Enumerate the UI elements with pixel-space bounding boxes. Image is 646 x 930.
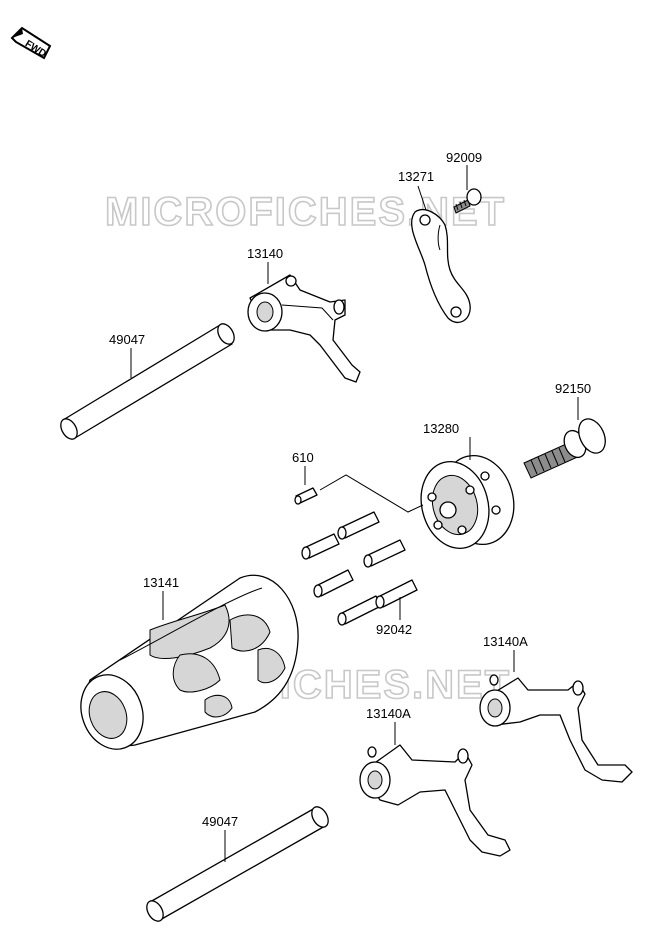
part-13141-drum[interactable] xyxy=(71,574,299,758)
label-13140A-left: 13140A xyxy=(366,706,411,721)
part-13140-fork[interactable] xyxy=(247,274,361,383)
part-13271-plate[interactable] xyxy=(410,209,471,323)
fwd-arrow-icon: FWD xyxy=(10,26,52,60)
label-610: 610 xyxy=(292,450,314,465)
part-610-pin[interactable] xyxy=(294,487,318,505)
label-13141: 13141 xyxy=(143,575,179,590)
label-92009: 92009 xyxy=(446,150,482,165)
part-92009-screw[interactable] xyxy=(453,188,482,214)
label-13140A-right: 13140A xyxy=(483,634,528,649)
part-13280-cam[interactable] xyxy=(412,447,524,556)
label-13140: 13140 xyxy=(247,246,283,261)
label-92150: 92150 xyxy=(555,381,591,396)
part-92150-bolt[interactable] xyxy=(523,415,610,479)
part-49047-shaft-bottom[interactable] xyxy=(143,804,331,924)
label-49047-bottom: 49047 xyxy=(202,814,238,829)
part-49047-shaft-top[interactable] xyxy=(57,321,237,442)
label-13271: 13271 xyxy=(398,169,434,184)
part-13140A-fork-left[interactable] xyxy=(359,744,511,857)
label-13280: 13280 xyxy=(423,421,459,436)
label-92042: 92042 xyxy=(376,622,412,637)
part-13140A-fork-right[interactable] xyxy=(479,674,633,783)
label-49047-top: 49047 xyxy=(109,332,145,347)
part-92042-pins[interactable] xyxy=(301,511,418,626)
